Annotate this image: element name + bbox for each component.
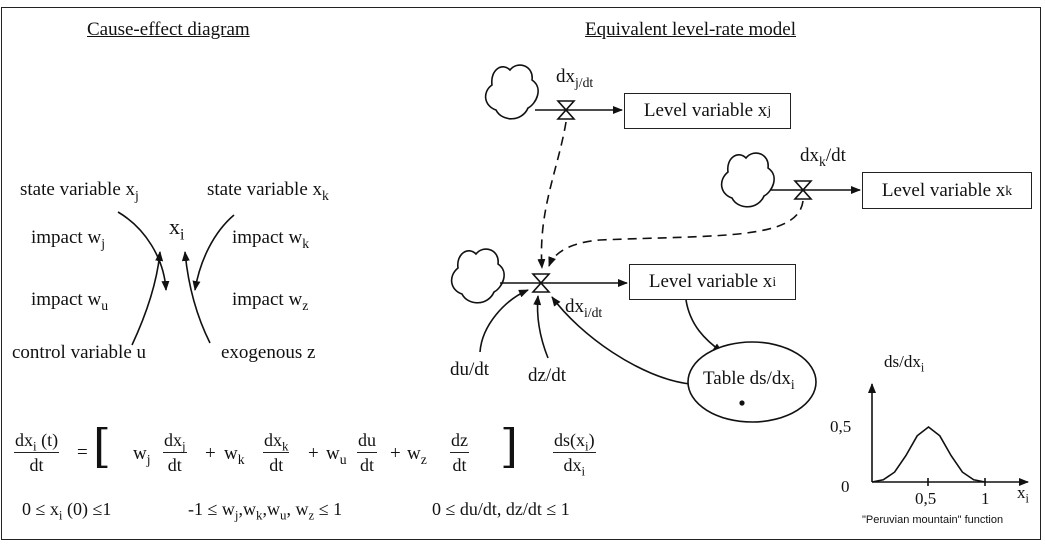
arrow-u-to-xi <box>131 251 164 346</box>
eq-term-k: dxk dt <box>263 430 290 475</box>
valve-j <box>556 100 576 120</box>
state-variable-j-label: state variable xj <box>20 179 139 203</box>
control-variable-label: control variable u <box>12 342 147 363</box>
table-ellipse <box>687 341 817 423</box>
constraint-x: 0 ≤ xi (0) ≤1 <box>22 499 112 523</box>
impact-wj-label: impact wj <box>31 227 105 251</box>
dz-dt-label: dz/dt <box>528 365 566 386</box>
table-dot <box>739 400 745 406</box>
arrow-xj-to-xi <box>117 211 170 291</box>
eq-wj: wj <box>133 443 151 467</box>
eq-term-z: dz dt <box>450 430 469 475</box>
table-label: Table ds/dxi <box>703 368 795 392</box>
exogenous-label: exogenous z <box>221 342 316 363</box>
dashed-link-j <box>537 121 567 269</box>
peruvian-mountain-curve <box>871 425 986 483</box>
state-variable-k-label: state variable xk <box>207 179 329 203</box>
eq-wk: wk <box>224 443 245 467</box>
dashed-link-k <box>548 200 804 267</box>
rate-j-label: dxj/dt <box>556 66 594 90</box>
impact-wk-label: impact wk <box>232 227 310 251</box>
impact-wz-label: impact wz <box>232 289 309 313</box>
eq-term-u: du dt <box>357 430 377 475</box>
mini-chart-origin-label: 0 <box>841 477 850 496</box>
constraint-du-dz: 0 ≤ du/dt, dz/dt ≤ 1 <box>432 499 570 519</box>
cloud-source-k <box>720 152 775 208</box>
arrow-xk-to-xi <box>192 214 235 291</box>
cloud-source-j <box>484 64 539 120</box>
arrow-dz-to-rate <box>533 295 549 359</box>
valve-k <box>793 180 813 200</box>
left-title: Cause-effect diagram <box>87 19 250 40</box>
eq-wu: wu <box>326 443 347 467</box>
diagram-frame <box>1 7 1041 540</box>
arrow-du-to-rate <box>479 289 529 353</box>
eq-equals: = <box>77 442 88 463</box>
rate-k-label: dxk/dt <box>800 145 846 169</box>
mini-chart-caption: "Peruvian mountain" function <box>862 514 1004 526</box>
constraint-w: -1 ≤ wj,wk,wu, wz ≤ 1 <box>188 499 343 523</box>
mini-chart-xlabel: xi <box>1017 483 1029 506</box>
mini-chart-tick-x-end-label: 1 <box>981 489 990 508</box>
eq-plus-1: + <box>205 443 216 464</box>
eq-open-bracket: [ <box>93 419 111 473</box>
arrow-table-to-rate <box>551 296 691 385</box>
mini-chart-tick-x-mid-label: 0,5 <box>915 489 937 508</box>
rate-i-label: dxi/dt <box>565 296 603 320</box>
eq-lhs-fraction: dxi (t) dt <box>14 430 60 475</box>
arrow-level-to-table <box>685 299 723 353</box>
impact-wu-label: impact wu <box>31 289 109 313</box>
right-title: Equivalent level-rate model <box>585 19 797 40</box>
eq-wz: wz <box>407 443 427 467</box>
mini-chart-ylabel: ds/dxi <box>884 352 925 375</box>
mini-chart-tick-y-label: 0,5 <box>830 417 852 436</box>
eq-term-j: dxj dt <box>163 430 187 475</box>
valve-i <box>531 273 551 293</box>
cloud-source-i <box>450 248 505 304</box>
eq-rhs-fraction: ds(xi) dxi <box>553 430 596 479</box>
eq-plus-3: + <box>390 443 401 464</box>
mini-chart <box>868 383 1029 486</box>
eq-close-bracket: ] <box>500 419 518 473</box>
du-dt-label: du/dt <box>450 359 490 380</box>
arrow-z-to-xi <box>181 251 211 344</box>
eq-plus-2: + <box>308 443 319 464</box>
xi-node: xi <box>169 214 185 244</box>
